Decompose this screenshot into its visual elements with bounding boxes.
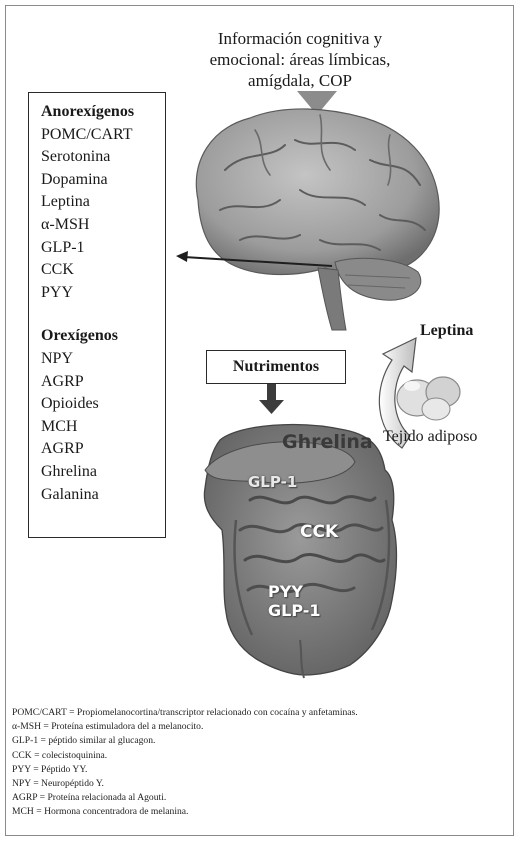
digestive-tract-illustration xyxy=(204,425,396,678)
signal-item: NPY xyxy=(41,348,165,371)
pyy-gut-label: PYY xyxy=(268,582,303,601)
signal-item: CCK xyxy=(41,259,165,282)
legend-entry: CCK = colecistoquinina. xyxy=(12,749,358,763)
signal-item: α-MSH xyxy=(41,214,165,237)
signal-item: Opioides xyxy=(41,393,165,416)
signal-item: Leptina xyxy=(41,191,165,214)
signal-item: AGRP xyxy=(41,371,165,394)
nutrients-down-arrow xyxy=(259,384,284,414)
signal-item: PYY xyxy=(41,282,165,305)
brain-illustration xyxy=(196,109,439,330)
nutrients-box: Nutrimentos xyxy=(206,350,346,384)
orexigenic-group: Orexígenos NPY AGRP Opioides MCH AGRP Gh… xyxy=(41,325,165,506)
signal-item: GLP-1 xyxy=(41,237,165,260)
legend-entry: POMC/CART = Propiomelanocortina/transcri… xyxy=(12,706,358,720)
legend-entry: α-MSH = Proteína estimuladora del a mela… xyxy=(12,720,358,734)
signal-item: Galanina xyxy=(41,484,165,507)
adipose-tissue-illustration xyxy=(397,377,460,420)
leptin-label: Leptina xyxy=(420,322,473,340)
signal-item: MCH xyxy=(41,416,165,439)
signal-item: Serotonina xyxy=(41,146,165,169)
anorexigenic-group: Anorexígenos POMC/CART Serotonina Dopami… xyxy=(41,101,165,304)
legend-entry: NPY = Neuropéptido Y. xyxy=(12,777,358,791)
glp1-intestine-label: GLP-1 xyxy=(268,601,321,620)
glp1-stomach-label: GLP-1 xyxy=(248,473,297,491)
signal-item: AGRP xyxy=(41,438,165,461)
anorexigenic-list: POMC/CART Serotonina Dopamina Leptina α-… xyxy=(41,124,165,305)
signal-item: POMC/CART xyxy=(41,124,165,147)
ghrelin-gut-label: Ghrelina xyxy=(282,431,373,453)
signal-item: Ghrelina xyxy=(41,461,165,484)
signal-item: Dopamina xyxy=(41,169,165,192)
anorexigenic-title: Anorexígenos xyxy=(41,101,165,124)
adipose-tissue-label: Tejido adiposo xyxy=(383,428,477,446)
legend-entry: MCH = Hormona concentradora de melanina. xyxy=(12,805,358,819)
orexigenic-title: Orexígenos xyxy=(41,325,165,348)
appetite-signals-box: Anorexígenos POMC/CART Serotonina Dopami… xyxy=(28,92,166,538)
legend-entry: GLP-1 = péptido similar al glucagon. xyxy=(12,734,358,748)
legend-entry: AGRP = Proteína relacionada al Agouti. xyxy=(12,791,358,805)
cck-gut-label: CCK xyxy=(300,522,338,542)
orexigenic-list: NPY AGRP Opioides MCH AGRP Ghrelina Gala… xyxy=(41,348,165,506)
abbreviations-legend: POMC/CART = Propiomelanocortina/transcri… xyxy=(12,706,358,820)
legend-entry: PYY = Péptido YY. xyxy=(12,763,358,777)
